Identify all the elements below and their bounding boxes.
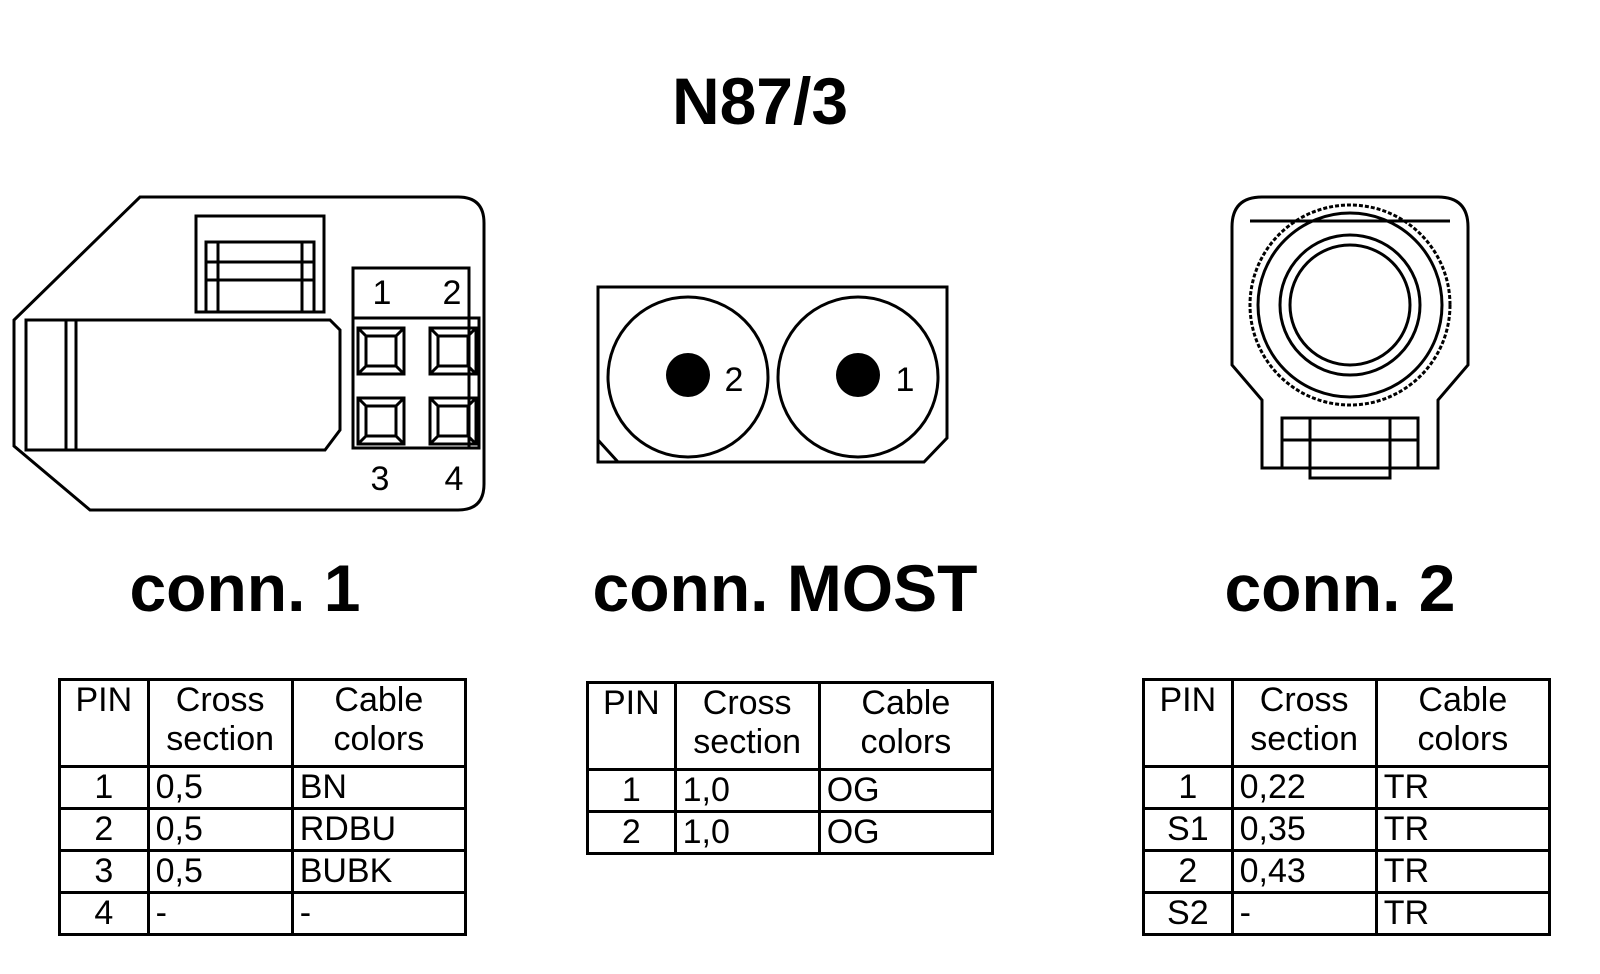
cable-color-cell: RDBU [290,807,468,853]
diagram-title: N87/3 [671,64,849,138]
table-row: S2 - TR [1142,891,1552,937]
table-header: Cable colors [817,681,995,771]
connector-most-label: conn. MOST [592,551,978,625]
connector-1-pin-table: PIN Cross section Cable colors 1 0,5 BN … [58,678,468,937]
connector-2-drawing [1230,195,1470,480]
most-pin-1-dot [836,353,880,397]
connector-1-pin-label: 4 [445,460,464,498]
table-row: 3 0,5 BUBK [58,849,468,895]
pin-cell: S1 [1142,807,1234,853]
pin-cell: S2 [1142,891,1234,937]
connector-most-pin-table: PIN Cross section Cable colors 1 1,0 OG … [586,681,995,856]
pin-cell: 2 [586,810,677,856]
cross-section-cell: - [1230,891,1378,937]
table-row: 1 1,0 OG [586,767,995,814]
table-header-row: PIN Cross section Cable colors [58,678,468,768]
table-header: Cable colors [1374,678,1552,768]
table-header-row: PIN Cross section Cable colors [1142,678,1552,768]
table-row: 1 0,5 BN [58,764,468,811]
pin-cell: 1 [586,767,677,814]
cross-section-cell: 0,43 [1230,849,1378,895]
cable-color-cell: OG [817,810,995,856]
pin-cell: 3 [58,849,150,895]
table-row: 2 1,0 OG [586,810,995,856]
connector-2-pin-table: PIN Cross section Cable colors 1 0,22 TR… [1142,678,1552,937]
connector-most-drawing [596,285,949,464]
cross-section-cell: 0,5 [146,807,294,853]
connector-most-pin-label: 1 [896,361,915,399]
cable-color-cell: OG [817,767,995,814]
pin-cell: 1 [1142,764,1234,811]
pin-cell: 2 [58,807,150,853]
cable-color-cell: BUBK [290,849,468,895]
table-row: 1 0,22 TR [1142,764,1552,811]
cross-section-cell: 1,0 [673,767,821,814]
cable-color-cell: TR [1374,764,1552,811]
cable-color-cell: TR [1374,807,1552,853]
cross-section-cell: - [146,891,294,937]
cable-color-cell: TR [1374,891,1552,937]
table-header: Cable colors [290,678,468,768]
cross-section-cell: 0,22 [1230,764,1378,811]
table-row: 2 0,43 TR [1142,849,1552,895]
table-header: PIN [586,681,677,771]
cross-section-cell: 1,0 [673,810,821,856]
connector-2-label: conn. 2 [1224,551,1456,625]
connector-most-pin-label: 2 [725,361,744,399]
table-header: Cross section [1230,678,1378,768]
connector-1-pin-label: 2 [443,274,462,312]
connector-1-pin-label: 1 [373,274,392,312]
cable-color-cell: TR [1374,849,1552,895]
table-header: Cross section [673,681,821,771]
pin-cell: 2 [1142,849,1234,895]
connector-1-pin-grid [356,326,478,446]
connector-1-label: conn. 1 [129,551,361,625]
cable-color-cell: - [290,891,468,937]
cross-section-cell: 0,5 [146,764,294,811]
table-header-row: PIN Cross section Cable colors [586,681,995,771]
table-header: PIN [58,678,150,768]
most-pin-2-dot [666,353,710,397]
table-row: 2 0,5 RDBU [58,807,468,853]
pin-cell: 4 [58,891,150,937]
cross-section-cell: 0,35 [1230,807,1378,853]
table-row: 4 - - [58,891,468,937]
cable-color-cell: BN [290,764,468,811]
table-header: Cross section [146,678,294,768]
cross-section-cell: 0,5 [146,849,294,895]
table-header: PIN [1142,678,1234,768]
connector-1-pin-label: 3 [371,460,390,498]
pin-cell: 1 [58,764,150,811]
table-row: S1 0,35 TR [1142,807,1552,853]
